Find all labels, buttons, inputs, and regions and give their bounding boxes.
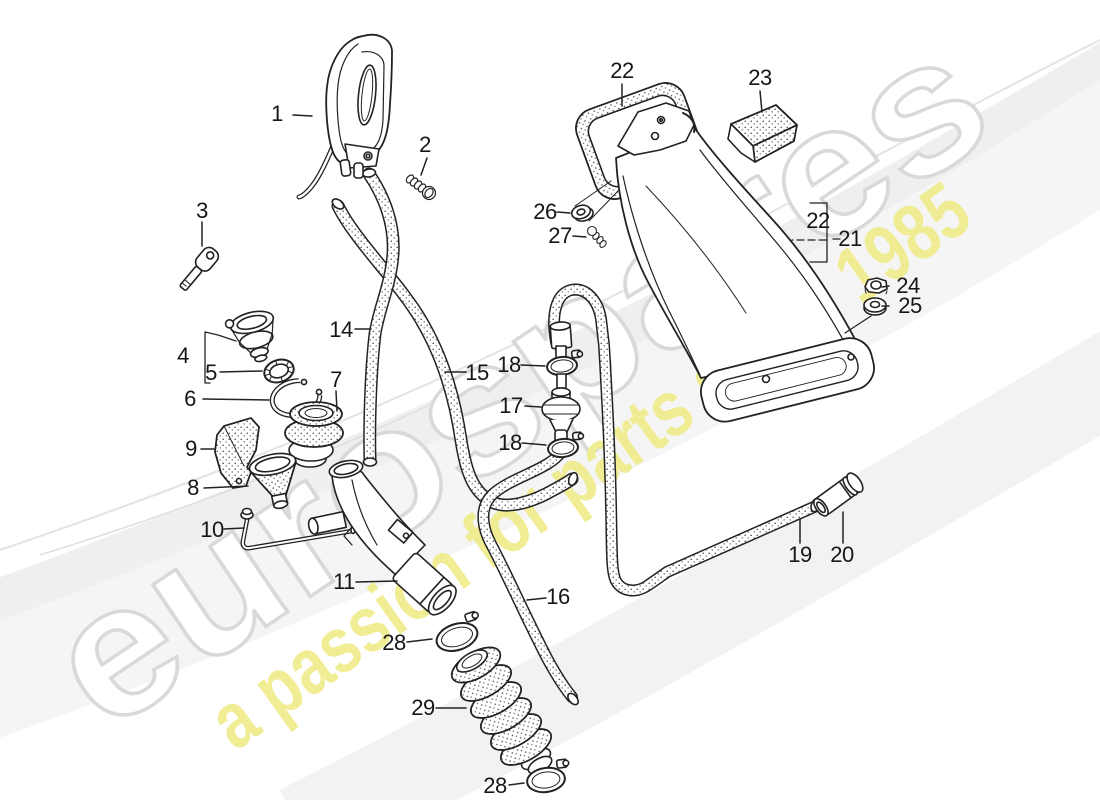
callout-19: 19	[788, 542, 812, 567]
part-clip-23	[727, 104, 798, 163]
part-screw-2	[405, 174, 437, 201]
callout-10: 10	[200, 517, 224, 542]
valve-stub-mid	[556, 373, 567, 389]
part-breather-stub	[307, 510, 348, 535]
part-protective-plate-9	[214, 417, 260, 489]
callout-18a: 18	[497, 352, 521, 377]
part-key-3	[179, 246, 220, 291]
callout-22a: 22	[610, 58, 634, 83]
callout-2: 2	[419, 132, 431, 157]
watermark-brand: eurospares	[10, 0, 1024, 770]
part-filler-neck-11	[328, 459, 457, 616]
part-vent-pipe-19	[548, 283, 822, 597]
callout-25: 25	[898, 293, 922, 318]
part-fuel-cap-4	[224, 310, 275, 363]
part-funnel-8	[248, 452, 297, 510]
part-hose-sleeve	[549, 321, 573, 350]
callout-28b: 28	[483, 773, 507, 798]
callout-15: 15	[465, 360, 489, 385]
part-washer-26	[570, 204, 594, 222]
watermark-brand-text: eurospares	[12, 0, 1023, 768]
part-clamp-18b	[547, 431, 585, 459]
callout-29: 29	[411, 695, 435, 720]
leader-lines	[200, 83, 890, 786]
part-clamp-28a	[435, 610, 479, 652]
callout-17: 17	[499, 393, 523, 418]
part-washer-25	[863, 297, 887, 316]
part-rubber-boot-7	[284, 401, 344, 468]
callout-5: 5	[205, 360, 217, 385]
part-screw-27	[586, 225, 607, 248]
callout-20: 20	[830, 542, 854, 567]
callout-18b: 18	[498, 430, 522, 455]
callout-24: 24	[896, 273, 920, 298]
part-seal-ring-5	[263, 358, 295, 384]
callout-11: 11	[333, 569, 355, 594]
callout-7: 7	[330, 367, 342, 392]
callout-22b: 22	[806, 208, 830, 233]
part-bellows-29	[450, 646, 553, 775]
callout-9: 9	[185, 436, 197, 461]
part-filler-flap	[296, 33, 393, 200]
callout-27: 27	[548, 223, 572, 248]
callout-1: 1	[271, 101, 283, 126]
callout-8: 8	[187, 475, 199, 500]
part-nut-24	[864, 277, 888, 295]
callout-3: 3	[196, 198, 208, 223]
part-hose-16	[477, 446, 579, 706]
callout-16: 16	[546, 584, 570, 609]
part-connector-20	[813, 472, 864, 517]
callout-28a: 28	[382, 630, 406, 655]
callout-21: 21	[838, 226, 862, 251]
callout-6: 6	[184, 386, 196, 411]
callout-14: 14	[329, 317, 353, 342]
part-hose-14	[361, 167, 400, 467]
callout-23: 23	[748, 65, 772, 90]
callout-26: 26	[533, 199, 557, 224]
part-tank-compartment-21-22	[575, 82, 875, 423]
callout-4: 4	[177, 343, 189, 368]
part-clamp-28b	[526, 758, 570, 794]
part-hose-15	[331, 198, 579, 512]
